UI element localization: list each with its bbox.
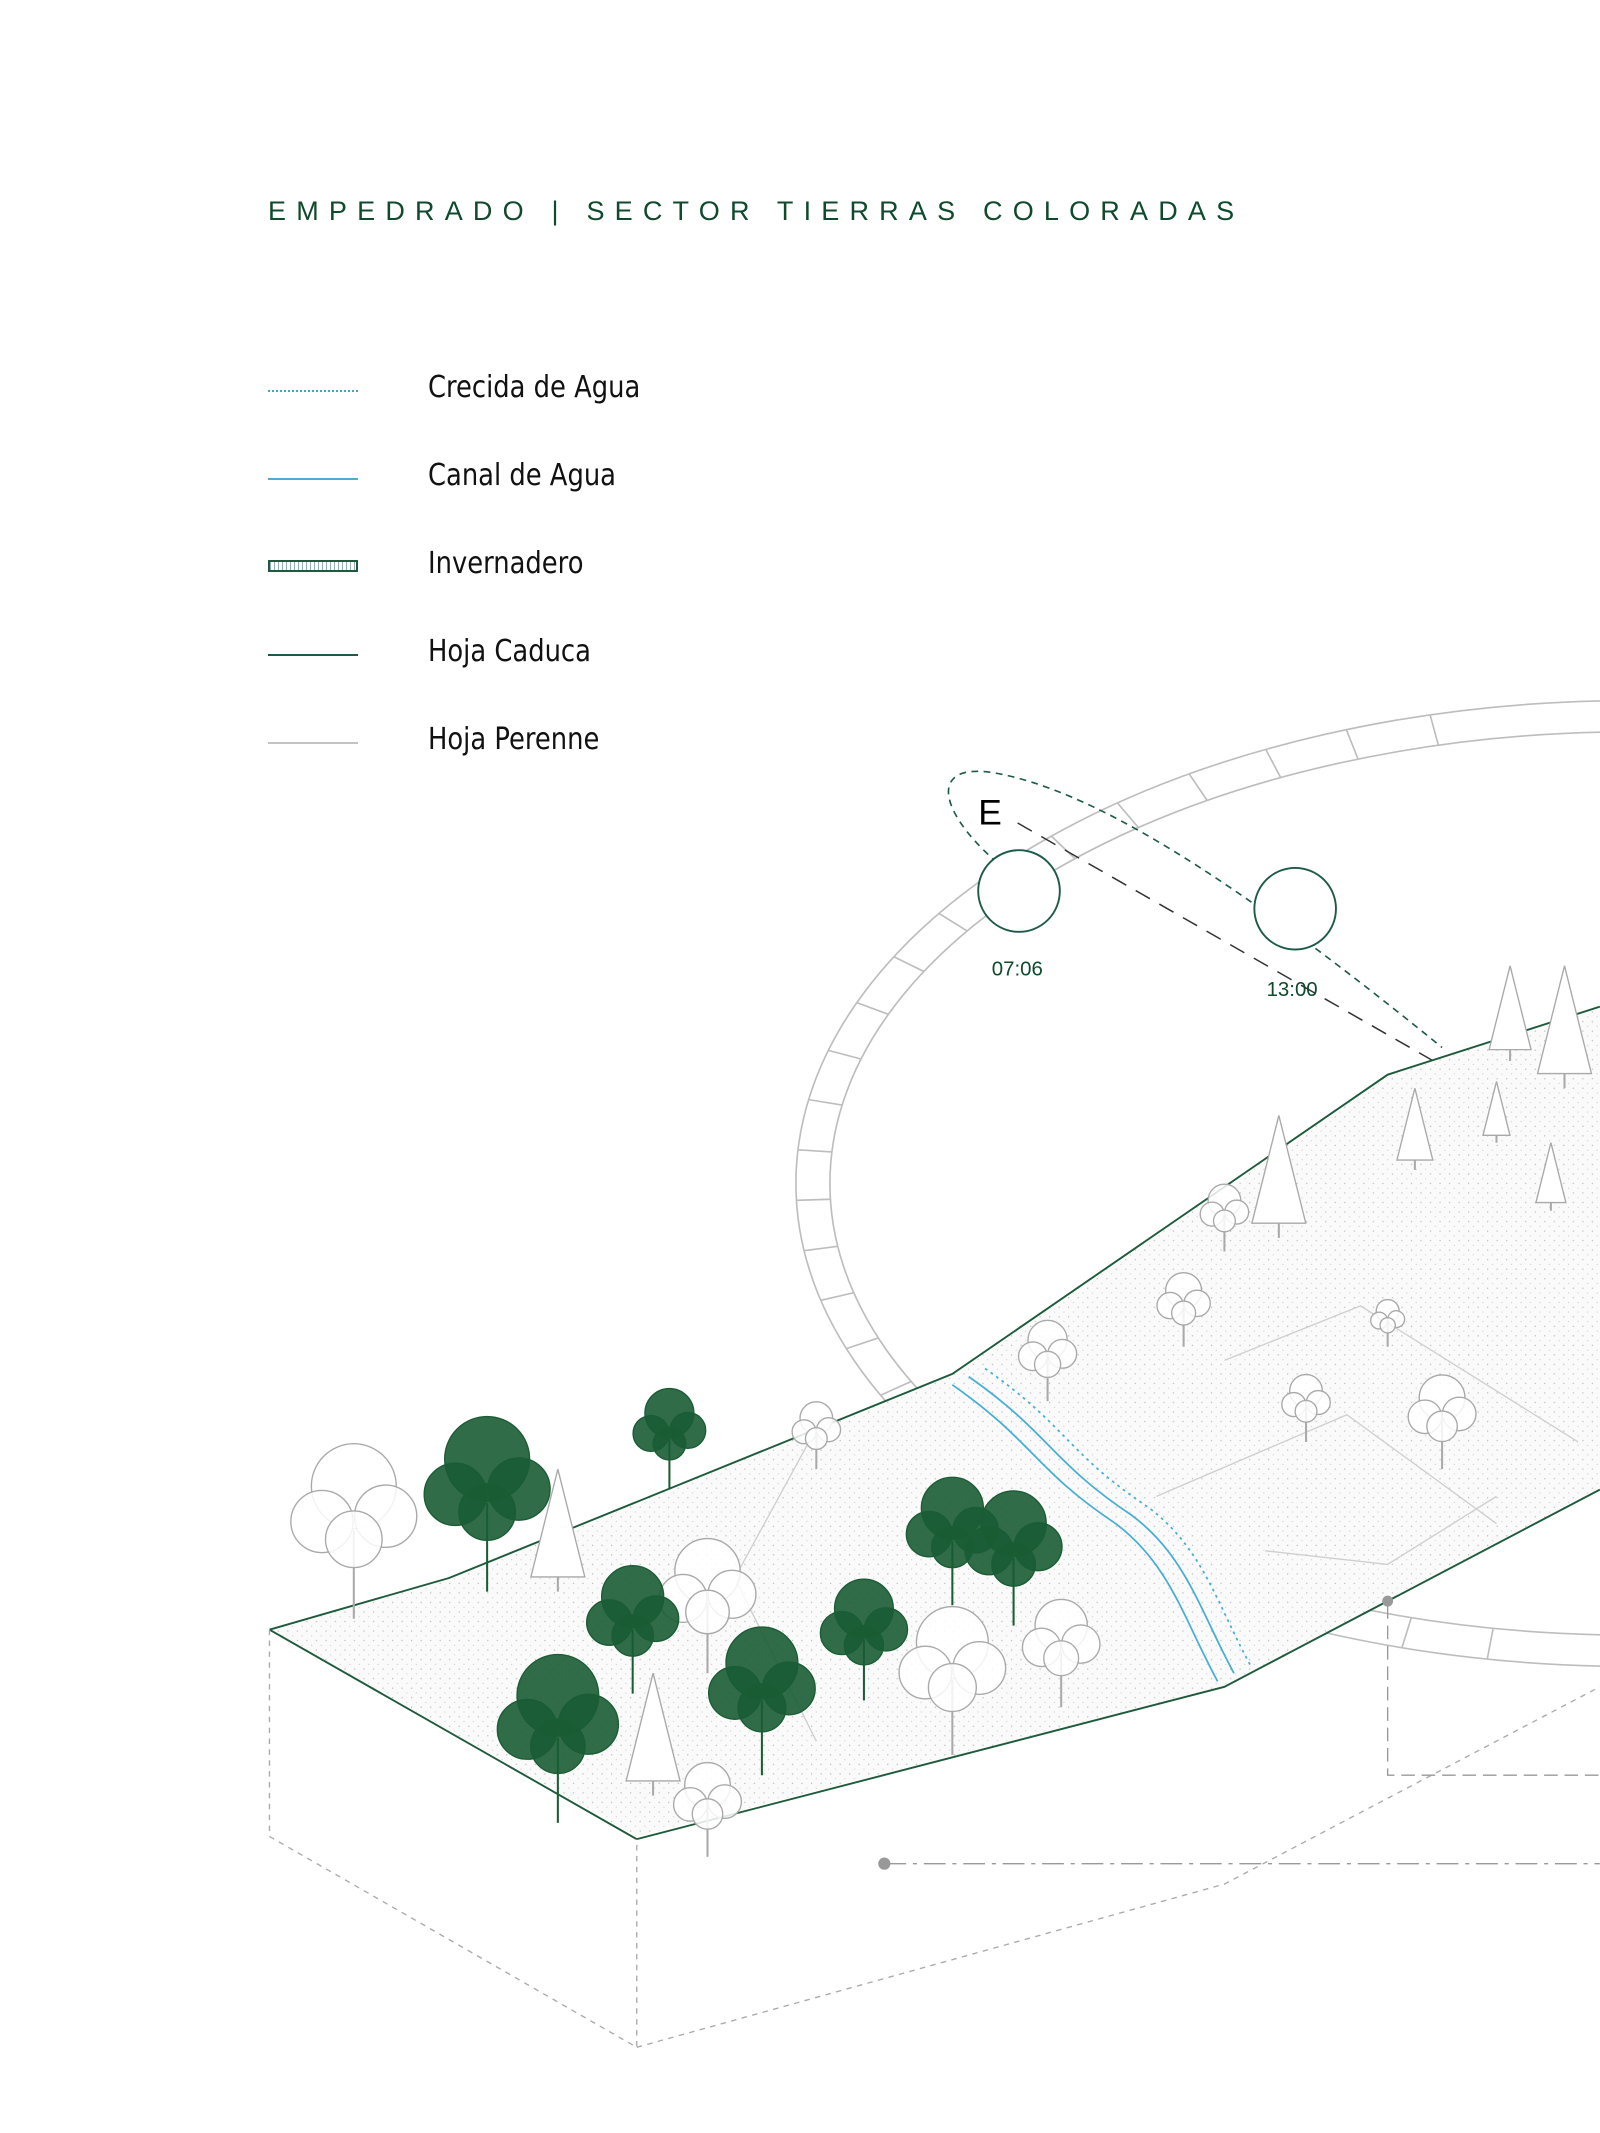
ring-tick	[1486, 1628, 1494, 1660]
tree-icon	[1156, 1271, 1211, 1347]
solid-line-swatch-icon	[268, 742, 358, 744]
dotted-line-swatch-icon	[268, 390, 358, 392]
tree-icon	[1021, 1598, 1101, 1708]
ring-tick	[880, 1380, 912, 1396]
ring-tick	[1345, 729, 1359, 760]
solid-line-swatch-icon	[268, 478, 358, 480]
legend-item-hoja-caduca: Hoja Caduca	[268, 634, 868, 674]
solid-line-swatch-icon	[268, 654, 358, 656]
ring-tick	[1265, 749, 1282, 778]
tree-icon	[496, 1653, 620, 1823]
ring-tick	[1050, 835, 1076, 860]
time-label: 13:00	[1267, 979, 1318, 1001]
legend-label: Hoja Caduca	[428, 634, 591, 669]
east-label: E	[978, 793, 1002, 832]
tree-icon	[1281, 1373, 1331, 1442]
tree-icon	[898, 1606, 1007, 1755]
ring-tick	[1401, 1617, 1413, 1648]
tree-icon	[964, 1490, 1063, 1626]
time-label: 07:06	[992, 958, 1043, 980]
ring-tick	[797, 1148, 832, 1153]
ring-tick	[1188, 773, 1208, 801]
ring-tick	[846, 1337, 879, 1350]
tree-icon	[672, 1761, 743, 1857]
water-canal	[951, 1367, 1252, 1682]
sun-position-0706	[977, 849, 1061, 933]
sun-position-1300	[1253, 866, 1337, 951]
tree-icon	[791, 1401, 842, 1470]
legend-label: Hoja Perenne	[428, 722, 600, 757]
sun-orbit: E 07:06 13:00	[947, 770, 1470, 1083]
legend-item-canal: Canal de Agua	[268, 458, 868, 498]
ring-tick	[893, 956, 925, 973]
conifer-tree-icon	[1488, 965, 1532, 1062]
tree-icon	[1199, 1183, 1250, 1252]
ring-tick	[820, 1291, 854, 1302]
hatched-box-swatch-icon	[268, 560, 358, 572]
ring-tick	[1116, 802, 1140, 829]
conifer-tree-icon	[625, 1673, 681, 1796]
legend-item-crecida: Crecida de Agua	[268, 370, 868, 410]
legend-label: Canal de Agua	[428, 458, 617, 493]
legend-label: Crecida de Agua	[428, 370, 641, 405]
tree-icon	[905, 1476, 1000, 1606]
tree-icon	[1407, 1374, 1477, 1470]
ring-tick	[808, 1098, 843, 1106]
ring-tick	[1429, 714, 1440, 746]
conifer-tree-icon	[1396, 1088, 1434, 1170]
tree-icon	[585, 1564, 680, 1694]
conifer-tree-icon	[1482, 1081, 1511, 1143]
ring-tick	[856, 1001, 889, 1016]
ring-tick	[803, 1245, 838, 1252]
tree-icon	[707, 1626, 816, 1776]
ring-tick	[938, 912, 968, 932]
conifer-tree-icon	[1251, 1115, 1307, 1238]
ring-tick	[828, 1049, 862, 1060]
vegetation	[290, 965, 1593, 1857]
conifer-tree-icon	[530, 1468, 586, 1592]
tree-icon	[423, 1415, 551, 1592]
ring-tick	[796, 1198, 831, 1202]
tree-icon	[1017, 1319, 1078, 1402]
tree-icon	[290, 1443, 418, 1619]
tree-icon	[1370, 1298, 1406, 1347]
conifer-tree-icon	[1535, 1142, 1567, 1211]
legend-label: Invernadero	[428, 546, 584, 581]
conifer-tree-icon	[1536, 965, 1593, 1089]
tree-icon	[632, 1387, 707, 1490]
legend-item-invernadero: Invernadero	[268, 546, 868, 586]
legend-item-hoja-perenne: Hoja Perenne	[268, 722, 868, 762]
page-title: EMPEDRADO | SECTOR TIERRAS COLORADAS	[268, 196, 1245, 226]
tree-icon	[819, 1578, 909, 1701]
